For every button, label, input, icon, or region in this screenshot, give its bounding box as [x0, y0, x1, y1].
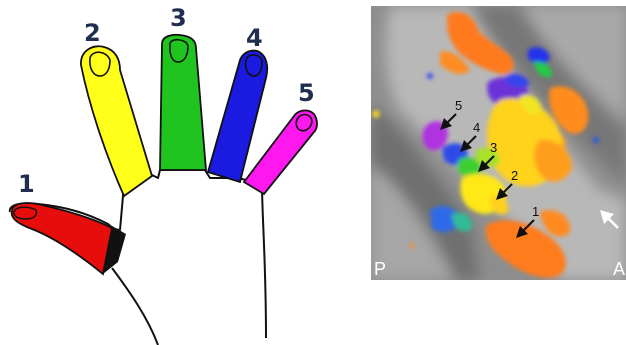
brain-map: 1 2 3 4 5 P A — [371, 6, 626, 280]
hand-diagram: 1 2 3 4 5 — [10, 4, 317, 345]
digit-label-2: 2 — [511, 168, 518, 183]
finger-label-3: 3 — [170, 4, 187, 32]
finger-label-2: 2 — [84, 19, 101, 47]
finger-label-4: 4 — [246, 24, 263, 52]
digit-label-1: 1 — [532, 204, 539, 219]
finger-label-1: 1 — [18, 170, 35, 198]
anterior-label: A — [613, 259, 625, 279]
thumb — [12, 203, 112, 274]
digit-label-5: 5 — [455, 98, 462, 113]
hand-outline — [10, 170, 266, 345]
digit-label-3: 3 — [490, 140, 497, 155]
posterior-label: P — [374, 259, 386, 279]
digit-label-4: 4 — [473, 120, 480, 135]
middle-finger — [160, 35, 206, 170]
finger-label-5: 5 — [298, 79, 315, 107]
